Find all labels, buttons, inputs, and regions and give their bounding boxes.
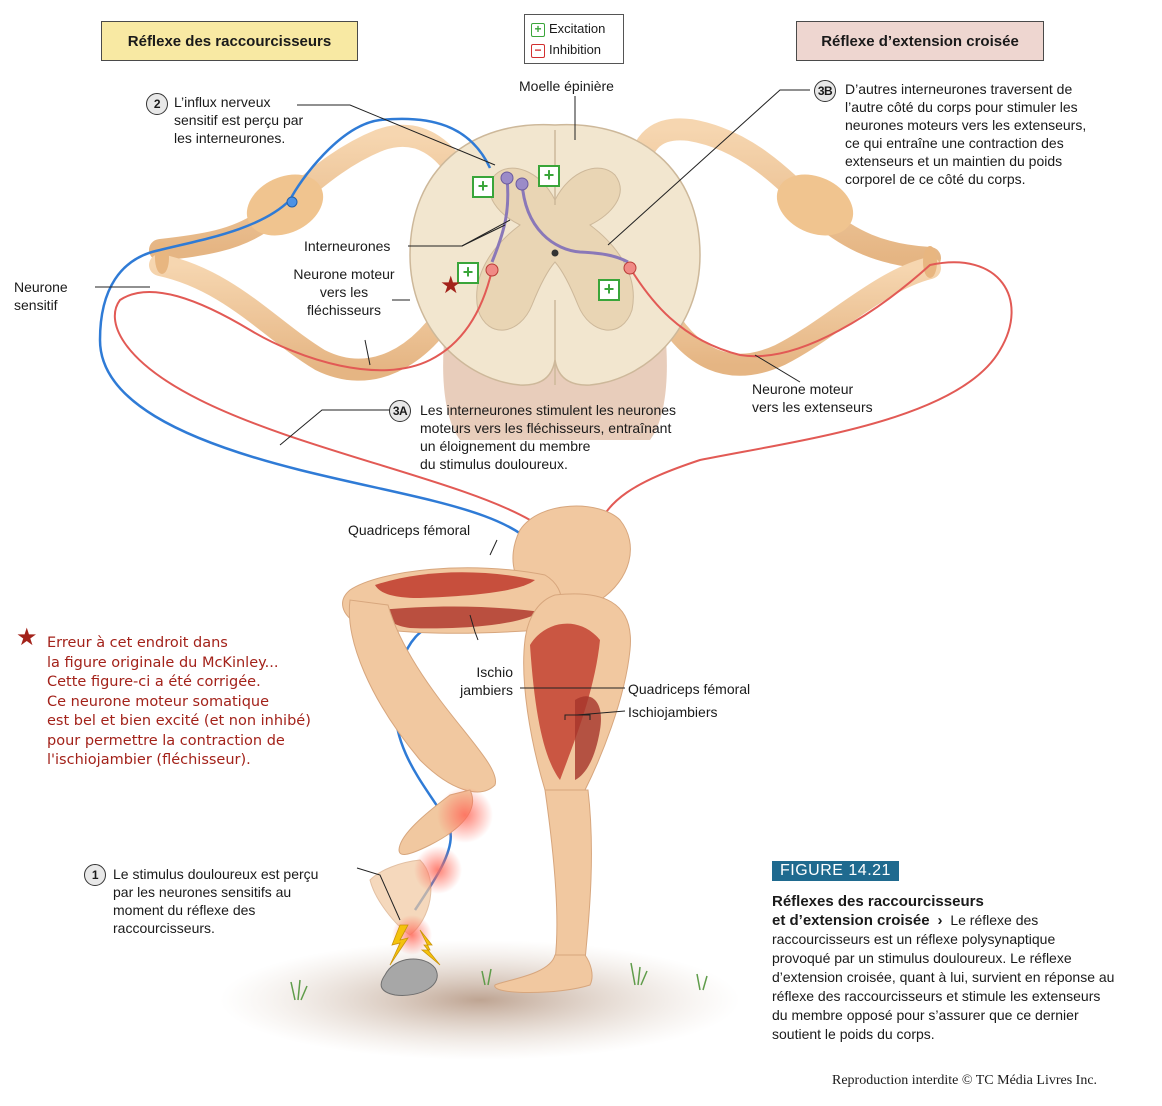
caption-arrow: ›	[937, 912, 943, 929]
excitation-icon: +	[531, 23, 545, 37]
error-note: Erreur à cet endroit dans la figure orig…	[47, 635, 311, 768]
sensory-cell-body	[286, 196, 298, 208]
ground-patch	[220, 940, 740, 1060]
inhibition-icon: −	[531, 44, 545, 58]
legend: + Excitation − Inhibition	[524, 14, 624, 64]
left-title-box: Réflexe des raccourcisseurs	[101, 21, 358, 61]
step-3a-badge: 3A	[389, 400, 411, 422]
right-nerve-end	[923, 246, 937, 278]
right-quadriceps	[530, 623, 600, 780]
right-ganglion	[776, 174, 854, 236]
label-motor-extensors: Neurone moteur vers les extenseurs	[752, 381, 873, 415]
caption-title-line1: Réflexes des raccourcisseurs	[772, 893, 984, 910]
step-3b-text: D’autres interneurones traversent de l’a…	[845, 81, 1087, 187]
label-motor-flexors: Neurone moteur vers les fléchisseurs	[293, 266, 395, 318]
legend-inhibition: Inhibition	[549, 42, 602, 57]
pain-glow-ankle	[437, 787, 493, 843]
label-quadriceps-top: Quadriceps fémoral	[348, 522, 471, 538]
grey-matter	[476, 167, 634, 331]
label-quadriceps-right: Quadriceps fémoral	[628, 681, 751, 697]
grass-tufts	[290, 962, 708, 1001]
step-3b-badge: 3B	[814, 80, 836, 102]
label-ischio-right: Ischiojambiers	[628, 704, 718, 720]
right-nerve-roots	[629, 118, 941, 376]
central-canal	[551, 249, 559, 257]
excitation-marker-icon: +	[472, 176, 494, 198]
right-foot	[494, 954, 593, 993]
legend-excitation: Excitation	[549, 21, 606, 36]
label-spinal-cord: Moelle épinière	[519, 78, 614, 94]
left-shin	[348, 599, 497, 793]
step-1-badge: 1	[84, 864, 106, 886]
right-shin	[544, 789, 592, 961]
label-sensory-neuron: Neurone sensitif	[14, 279, 68, 313]
right-title-box: Réflexe d’extension croisée	[796, 21, 1044, 61]
excitation-marker-icon: +	[457, 262, 479, 284]
left-hamstrings	[380, 606, 540, 629]
excitation-marker-icon: +	[598, 279, 620, 301]
lightning-bolt-icon	[389, 924, 409, 966]
rock	[380, 958, 438, 996]
right-title: Réflexe d’extension croisée	[821, 32, 1019, 50]
caption-title-line2: et d’extension croisée	[772, 912, 930, 929]
lightning-bolt-icon	[419, 929, 441, 966]
copyright: Reproduction interdite © TC Média Livres…	[832, 1073, 1098, 1088]
pain-glow-heel	[414, 846, 462, 894]
step-2-text: L’influx nerveux sensitif est perçu par …	[174, 94, 304, 146]
left-title: Réflexe des raccourcisseurs	[127, 32, 332, 50]
step-1-text: Le stimulus douloureux est perçu par les…	[113, 866, 319, 936]
right-hamstrings	[575, 696, 601, 780]
step-3a-text: Les interneurones stimulent les neurones…	[420, 402, 677, 472]
step-2-badge: 2	[146, 93, 168, 115]
figure-tag: FIGURE 14.21	[772, 861, 899, 881]
caption-body: Le réflexe des raccourcisseurs est un ré…	[772, 912, 1115, 1042]
label-ischio-left: Ischio jambiers	[460, 664, 513, 698]
left-quadriceps	[375, 572, 535, 598]
figure-caption: Réflexes des raccourcisseurs et d’extens…	[772, 892, 1117, 1044]
excitation-marker-icon: +	[538, 165, 560, 187]
leader-lines	[95, 89, 810, 921]
left-nerve-end	[155, 242, 169, 274]
star-icon: ★	[16, 624, 38, 651]
star-icon: ★	[440, 272, 462, 299]
interneuron-paths	[490, 177, 629, 264]
label-interneurons: Interneurones	[304, 238, 391, 254]
